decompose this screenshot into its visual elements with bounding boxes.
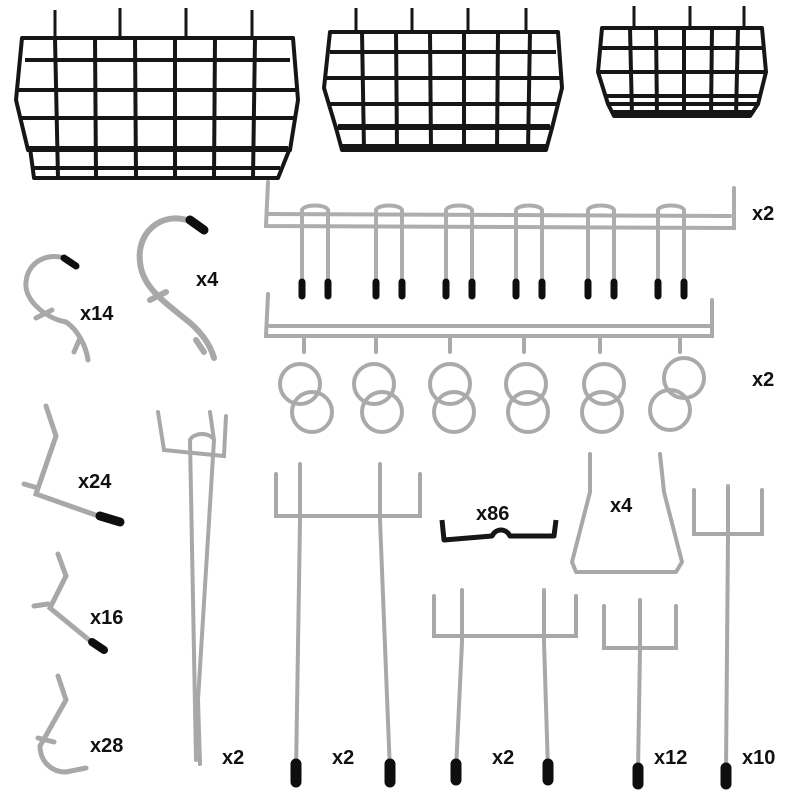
long-hanger-hook xyxy=(156,410,228,766)
trapezoid-loop-hook xyxy=(570,452,684,574)
quantity-label: x4 xyxy=(196,269,219,291)
small-wire-basket xyxy=(596,6,768,118)
quantity-label: x2 xyxy=(222,747,244,769)
quantity-label: x4 xyxy=(610,495,633,517)
pegboard-locking-clip xyxy=(439,519,559,543)
medium-double-prong-hook xyxy=(432,588,578,786)
ring-hook-bar xyxy=(263,292,714,434)
curved-l-hook-small xyxy=(35,673,89,775)
quantity-label: x24 xyxy=(78,471,112,493)
small-fork-hook xyxy=(602,598,678,790)
medium-wire-basket xyxy=(322,8,564,152)
quantity-label: x12 xyxy=(654,747,687,769)
curved-l-hook-medium xyxy=(31,551,108,654)
ring-hooks xyxy=(278,334,706,434)
large-s-hook xyxy=(136,215,217,361)
quantity-label: x10 xyxy=(742,747,775,769)
hook-set xyxy=(300,203,686,288)
quantity-label: x2 xyxy=(752,369,774,391)
tall-fork-hook xyxy=(692,484,764,790)
large-wire-basket xyxy=(14,8,300,180)
quantity-label: x2 xyxy=(332,747,354,769)
quantity-label: x2 xyxy=(752,203,774,225)
quantity-label: x86 xyxy=(476,503,509,525)
angled-l-hook xyxy=(21,403,125,527)
tall-double-prong-hook xyxy=(274,462,422,788)
quantity-label: x14 xyxy=(80,303,114,325)
small-j-hook xyxy=(23,254,91,363)
quantity-label: x2 xyxy=(492,747,514,769)
quantity-label: x28 xyxy=(90,735,123,757)
multi-hook-bar xyxy=(263,180,736,300)
quantity-label: x16 xyxy=(90,607,123,629)
